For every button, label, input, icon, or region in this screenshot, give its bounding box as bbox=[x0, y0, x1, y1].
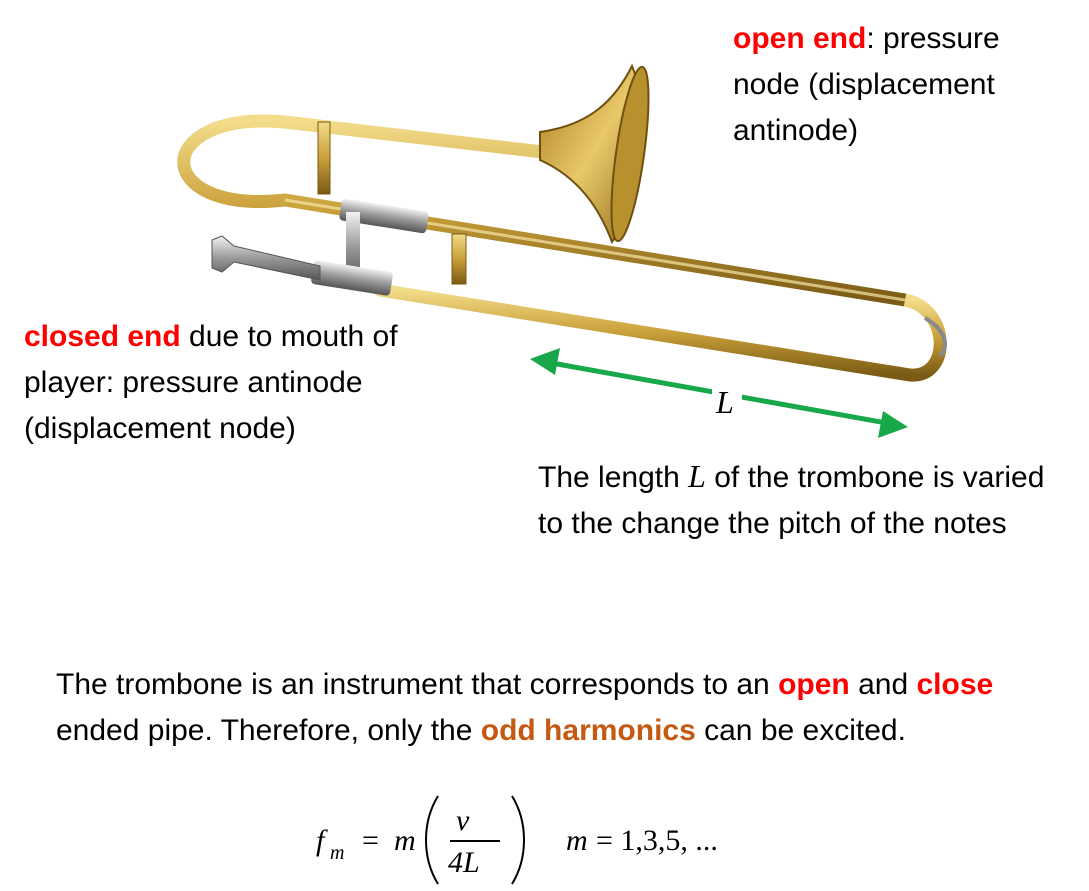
formula-parentheses bbox=[425, 795, 525, 885]
open-end-annotation: open end: pressure node (displacement an… bbox=[733, 16, 1063, 154]
formula-equals: = bbox=[362, 824, 379, 857]
conclusion-part3: ended pipe. Therefore, only the bbox=[56, 714, 481, 747]
length-symbol: L bbox=[688, 458, 706, 494]
conclusion-part2: and bbox=[849, 668, 917, 701]
length-note-part2: of the trombone is varied to the change … bbox=[538, 461, 1045, 540]
length-arrow-label: L bbox=[716, 384, 734, 420]
formula-condition-values: = 1,3,5, ... bbox=[596, 824, 718, 857]
closed-end-description: due to mouth of player: pressure antinod… bbox=[24, 320, 398, 445]
open-word: open bbox=[778, 668, 850, 701]
formula-numerator: v bbox=[456, 804, 470, 837]
slide-crook bbox=[903, 293, 947, 382]
length-annotation: The length L of the trombone is varied t… bbox=[538, 453, 1058, 547]
conclusion-paragraph: The trombone is an instrument that corre… bbox=[56, 662, 1066, 754]
open-end-highlight: open end bbox=[733, 22, 867, 55]
conclusion-part4: can be excited. bbox=[695, 714, 906, 747]
slide-tube bbox=[373, 283, 917, 382]
formula-denominator: 4L bbox=[448, 846, 480, 879]
formula-f: f bbox=[316, 824, 325, 857]
bell-section-loop bbox=[177, 114, 912, 307]
formula-m: m bbox=[394, 824, 416, 857]
close-word: close bbox=[916, 668, 994, 701]
length-note-part1: The length bbox=[538, 461, 689, 494]
open-end-description: : pressure node (displacement antinode) bbox=[733, 22, 1000, 147]
mouthpiece bbox=[211, 235, 321, 281]
conclusion-part1: The trombone is an instrument that corre… bbox=[56, 668, 779, 701]
closed-end-highlight: closed end bbox=[24, 320, 181, 353]
closed-end-annotation: closed end due to mouth of player: press… bbox=[24, 314, 464, 452]
odd-harmonics-word: odd harmonics bbox=[480, 714, 696, 747]
formula-subscript-m: m bbox=[330, 842, 345, 864]
length-arrow bbox=[530, 348, 908, 438]
formula-condition-m: m bbox=[566, 824, 588, 857]
